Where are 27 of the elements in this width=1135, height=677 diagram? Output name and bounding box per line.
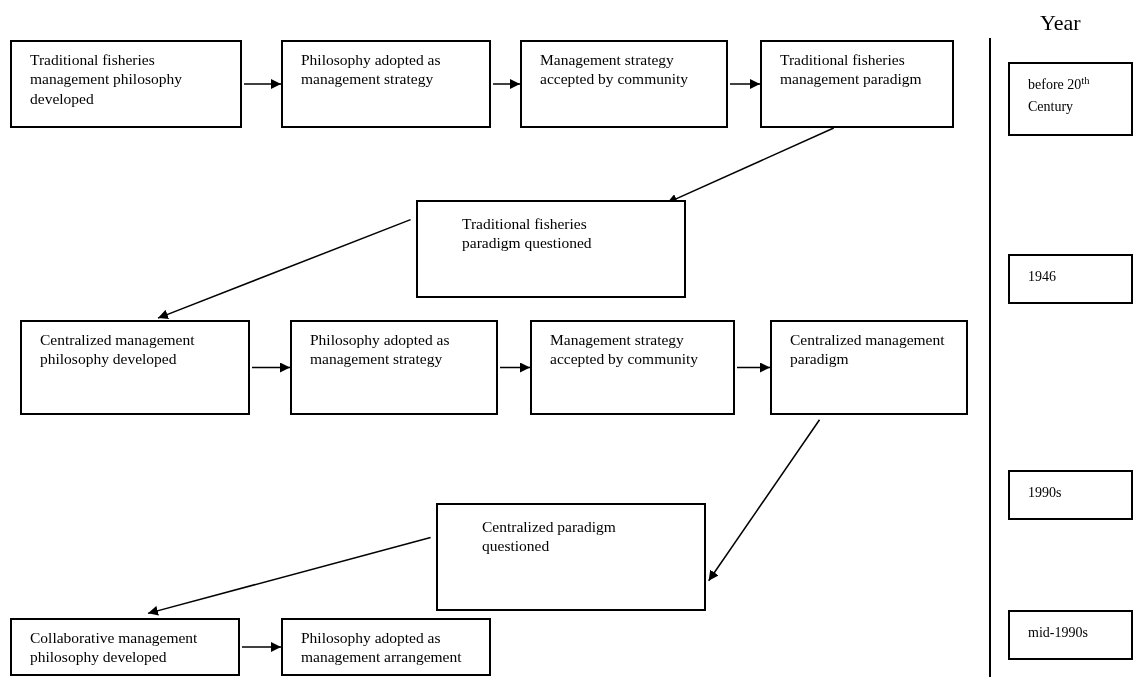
process-box: Collaborative management philosophy developed	[10, 618, 240, 676]
process-box: Philosophy adopted as management strategy	[290, 320, 498, 415]
process-box: Centralized paradigm questioned	[436, 503, 706, 611]
process-box: Management strategy accepted by community	[520, 40, 728, 128]
process-box: Centralized management philosophy developed	[20, 320, 250, 415]
process-box: Traditional fisheries management philosophy developed	[10, 40, 242, 128]
arrow	[251, 362, 291, 373]
column-heading: Year	[1040, 12, 1081, 34]
arrow	[736, 362, 771, 373]
process-box: Traditional fisheries paradigm questioned	[416, 200, 686, 298]
arrow	[157, 218, 412, 320]
arrow	[499, 362, 531, 373]
process-box: Centralized management paradigm	[770, 320, 968, 415]
year-box: 1990s	[1008, 470, 1133, 520]
process-box: Philosophy adopted as management arrangement	[281, 618, 491, 676]
process-box: Traditional fisheries management paradigm	[760, 40, 954, 128]
year-box: mid-1990s	[1008, 610, 1133, 660]
arrow	[492, 79, 521, 89]
year-box: before 20$^{th}$ Century	[1008, 62, 1133, 136]
arrow	[729, 79, 761, 89]
process-box: Philosophy adopted as management strategy	[281, 40, 491, 128]
year-box: 1946	[1008, 254, 1133, 304]
arrow	[147, 536, 432, 616]
arrow	[241, 642, 282, 652]
arrow	[243, 79, 282, 89]
process-box: Management strategy accepted by community	[530, 320, 735, 415]
arrow	[707, 419, 821, 582]
